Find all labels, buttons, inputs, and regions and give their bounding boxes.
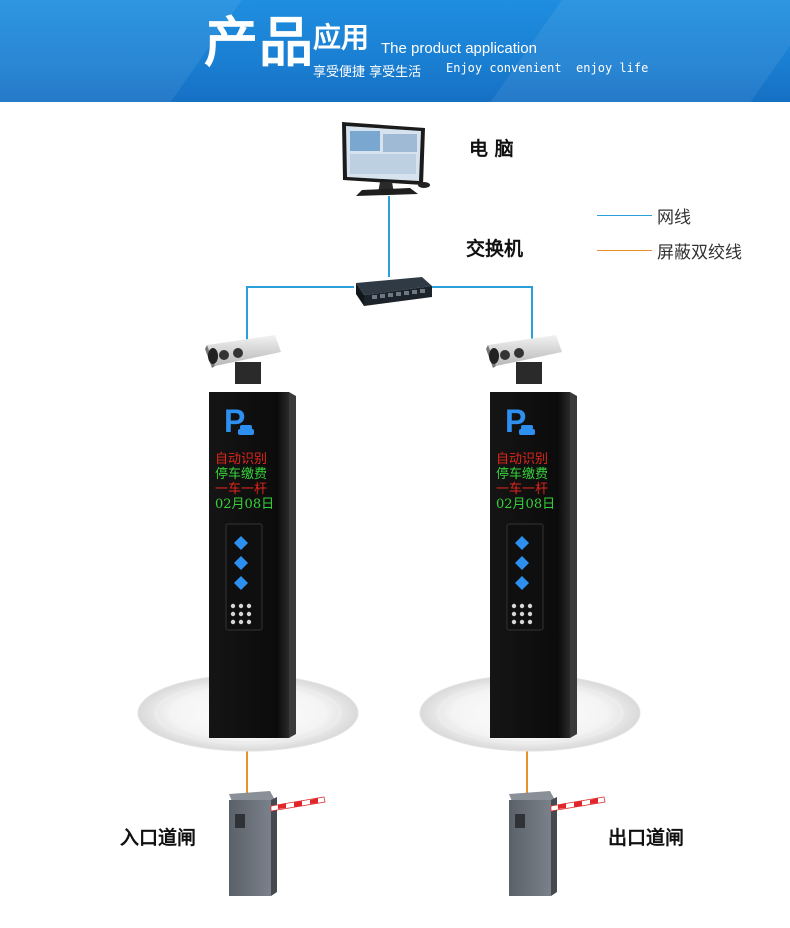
led-line-4: 02月08日 — [215, 497, 275, 512]
led-line-1: 自动识别 — [215, 452, 268, 467]
led-line-2: 停车缴费 — [496, 467, 549, 482]
recognition-kiosk-left: P — [205, 335, 296, 738]
recognition-kiosk-right: P — [486, 335, 577, 738]
led-line-4: 02月08日 — [496, 497, 556, 512]
page-title-secondary: 应用 — [313, 21, 370, 54]
car-icon — [238, 425, 254, 435]
barrier-gate-right — [509, 791, 606, 896]
barrier-gate-left — [229, 791, 326, 896]
subtitle-chinese: 享受便捷 享受生活 — [313, 65, 422, 80]
header-banner: 产品 应用 The product application 享受便捷 享受生活 … — [0, 0, 790, 102]
keypad-icon — [511, 603, 533, 625]
page-title-english: The product application — [381, 40, 537, 57]
label-exit: 出口道闸 — [608, 827, 685, 849]
legend-swatch-network — [597, 215, 652, 216]
legend-label-shielded: 屏蔽双绞线 — [657, 243, 742, 263]
network-cable — [246, 196, 533, 340]
car-icon — [519, 425, 535, 435]
page-title: 产品 — [204, 11, 314, 74]
led-line-3: 一车一杆 — [215, 482, 268, 497]
camera-icon — [486, 335, 562, 384]
legend-label-network: 网线 — [657, 208, 691, 228]
camera-icon — [205, 335, 281, 384]
direction-indicator-icon — [234, 536, 248, 590]
label-switch: 交换机 — [466, 238, 524, 260]
label-computer: 电 脑 — [469, 138, 514, 160]
computer-icon — [342, 122, 430, 196]
direction-indicator-icon — [515, 536, 529, 590]
switch-icon — [356, 277, 432, 306]
label-entrance: 入口道闸 — [120, 827, 197, 849]
keypad-icon — [230, 603, 252, 625]
led-line-2: 停车缴费 — [215, 467, 268, 482]
shielded-cable — [246, 742, 528, 793]
subtitle-english: Enjoy convenient enjoy life — [446, 61, 649, 75]
legend-swatch-shielded — [597, 250, 652, 251]
led-line-3: 一车一杆 — [496, 482, 549, 497]
led-line-1: 自动识别 — [496, 452, 549, 467]
